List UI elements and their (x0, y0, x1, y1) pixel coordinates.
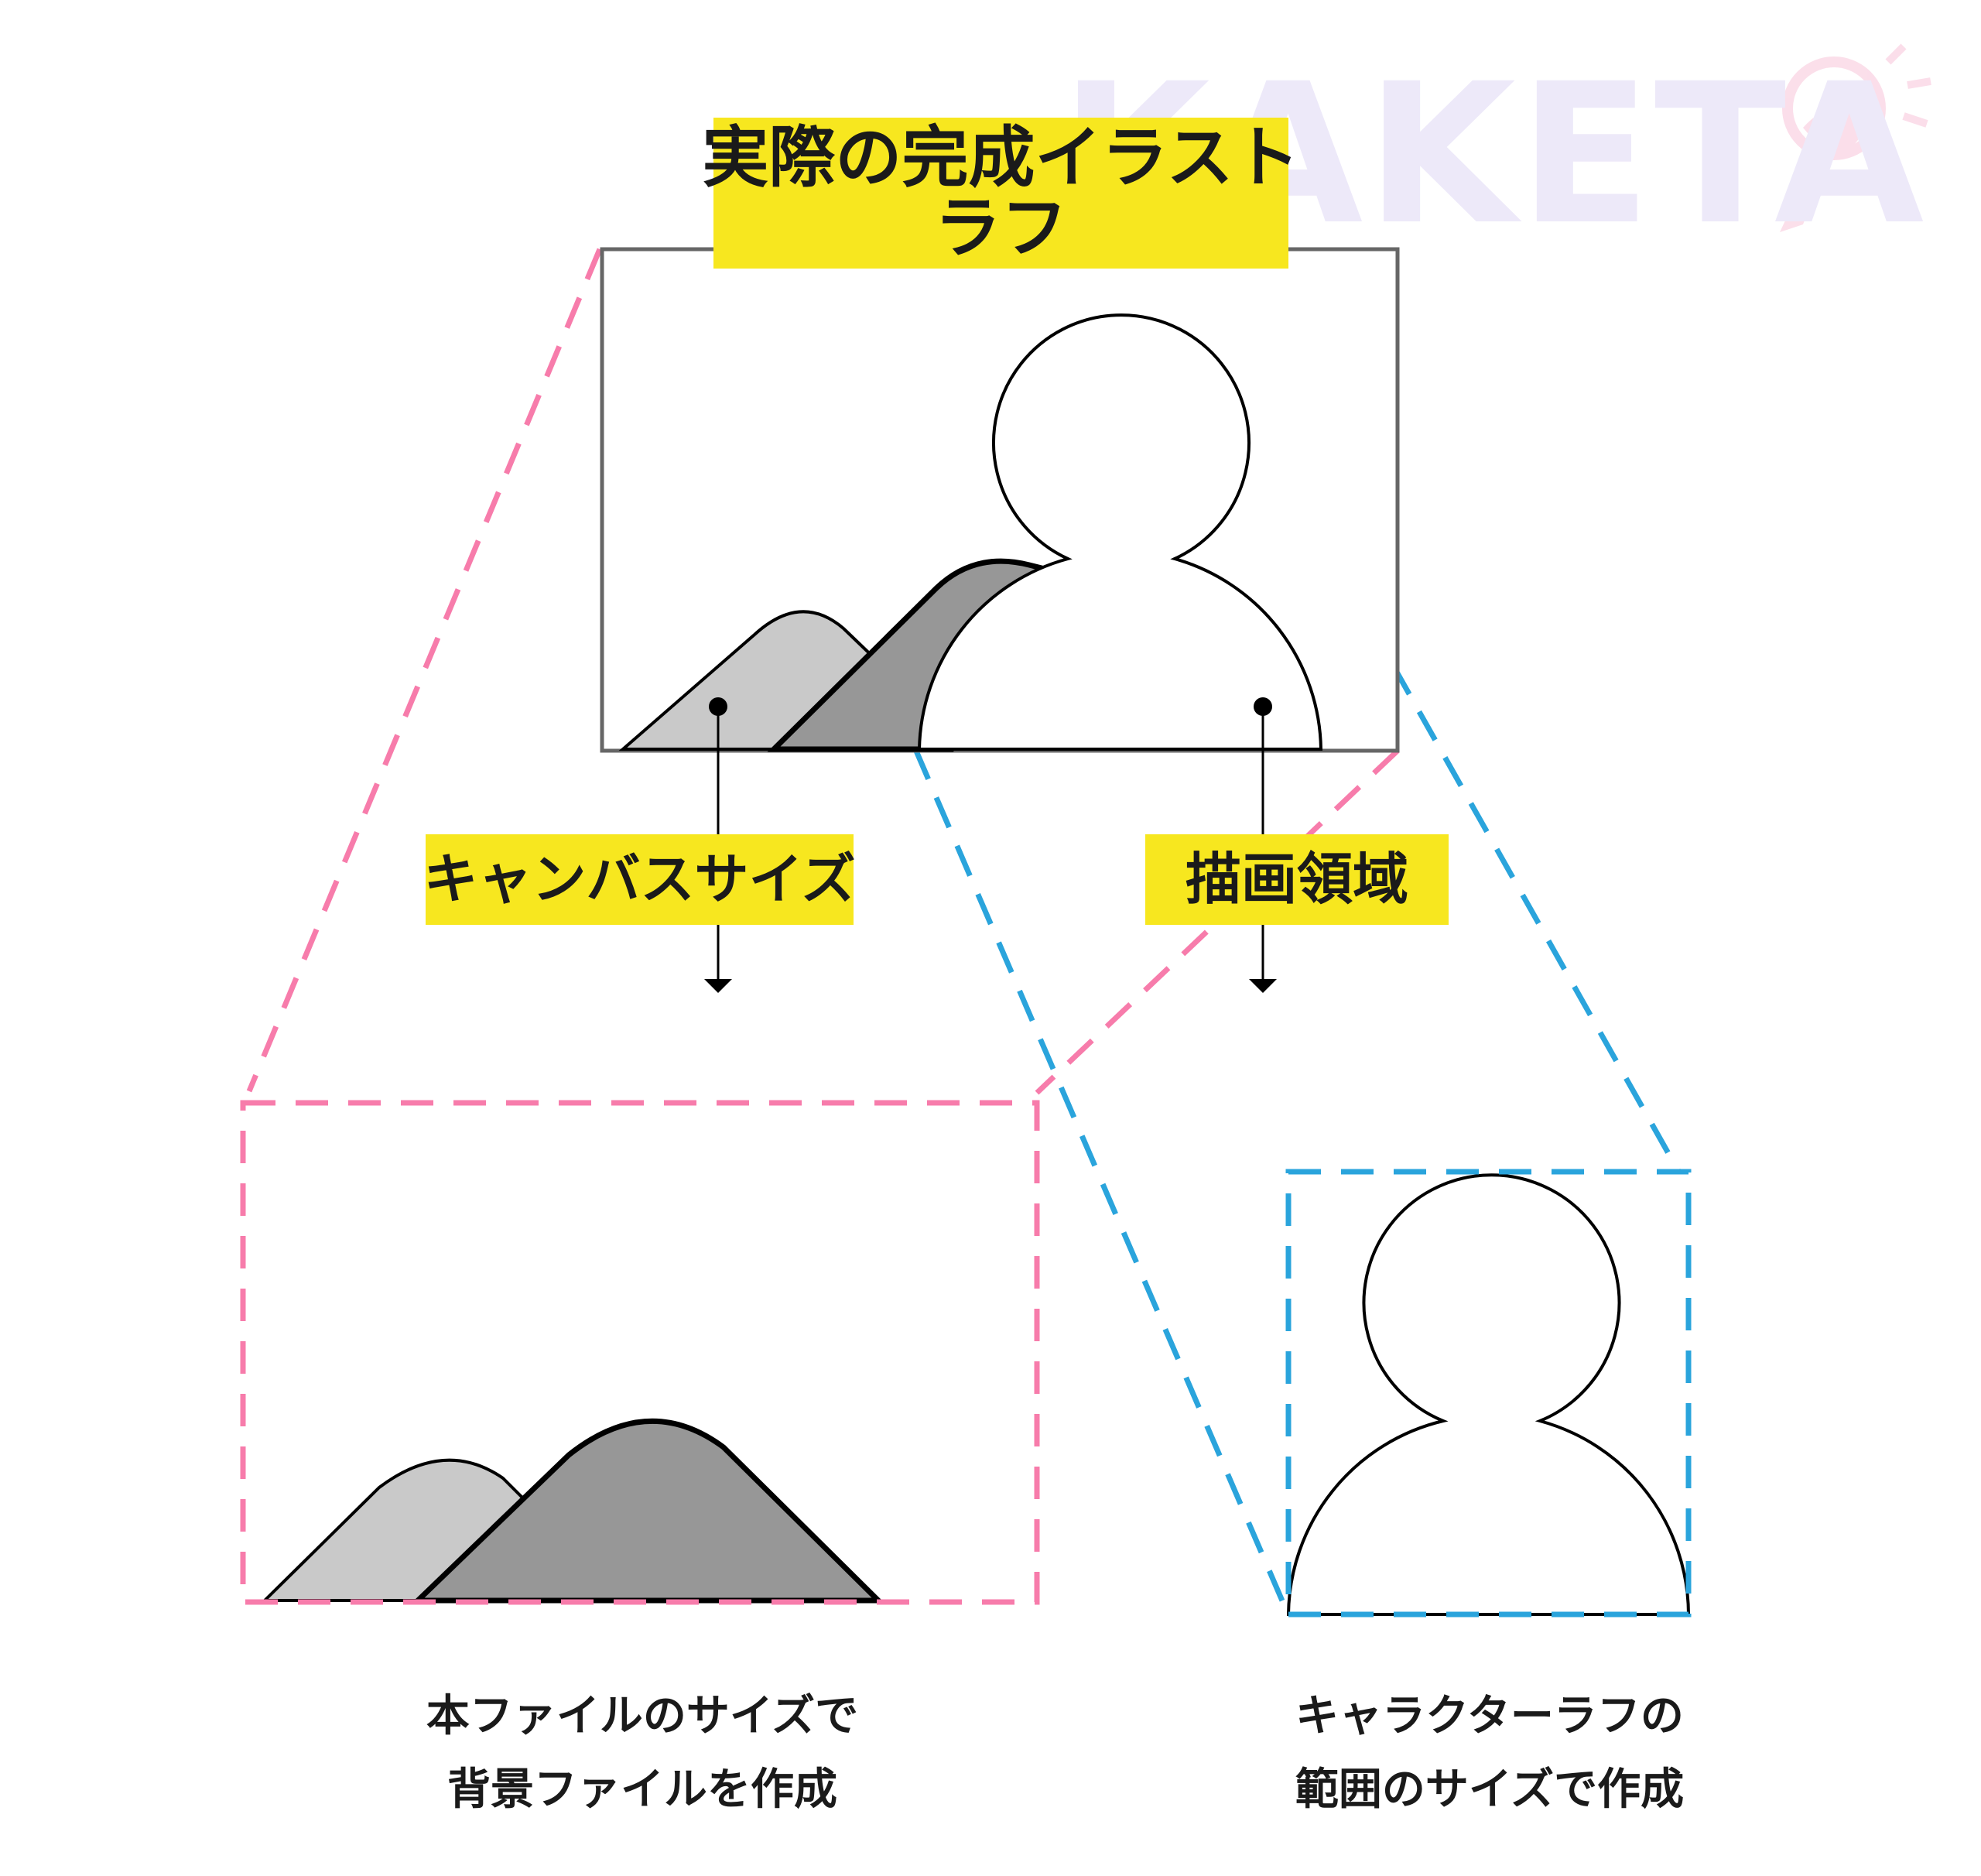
right-caption-line-2: 範囲のサイズで作成 (1295, 1765, 1685, 1816)
lightbulb-pen-icon (1780, 43, 1931, 232)
bottom-mountain-light (261, 1458, 537, 1602)
bottom-character-silhouette (1286, 1173, 1691, 1616)
left-caption: 本ファイルのサイズで 背景ファイルを作成 (340, 1679, 944, 1826)
title-label: 実際の完成イラスト ラフ (702, 118, 1300, 269)
pink-projection-lines (246, 248, 1400, 1095)
drawing-area-label: 描画領域 (1145, 834, 1449, 925)
right-caption: キャラクターラフの 範囲のサイズで作成 (1192, 1679, 1788, 1826)
pink-line-left (246, 248, 603, 1093)
canvas-size-pointer (704, 697, 732, 993)
left-caption-line-1: 本ファイルのサイズで (426, 1691, 859, 1741)
title-line-2: ラフ (934, 189, 1068, 267)
title-line-1: 実際の完成イラスト (702, 119, 1300, 197)
right-caption-line-1: キャラクターラフの (1295, 1691, 1684, 1741)
blue-projection-lines (912, 389, 1682, 1611)
bottom-mountain-dark (411, 1418, 885, 1604)
canvas-size-label: キャンバスサイズ (424, 834, 855, 925)
blue-line-right (1235, 389, 1682, 1174)
pink-line-right (1035, 748, 1400, 1095)
background-file-frame (240, 1100, 1040, 1605)
left-caption-line-2: 背景ファイルを作成 (447, 1765, 837, 1816)
top-character-silhouette (917, 313, 1323, 751)
